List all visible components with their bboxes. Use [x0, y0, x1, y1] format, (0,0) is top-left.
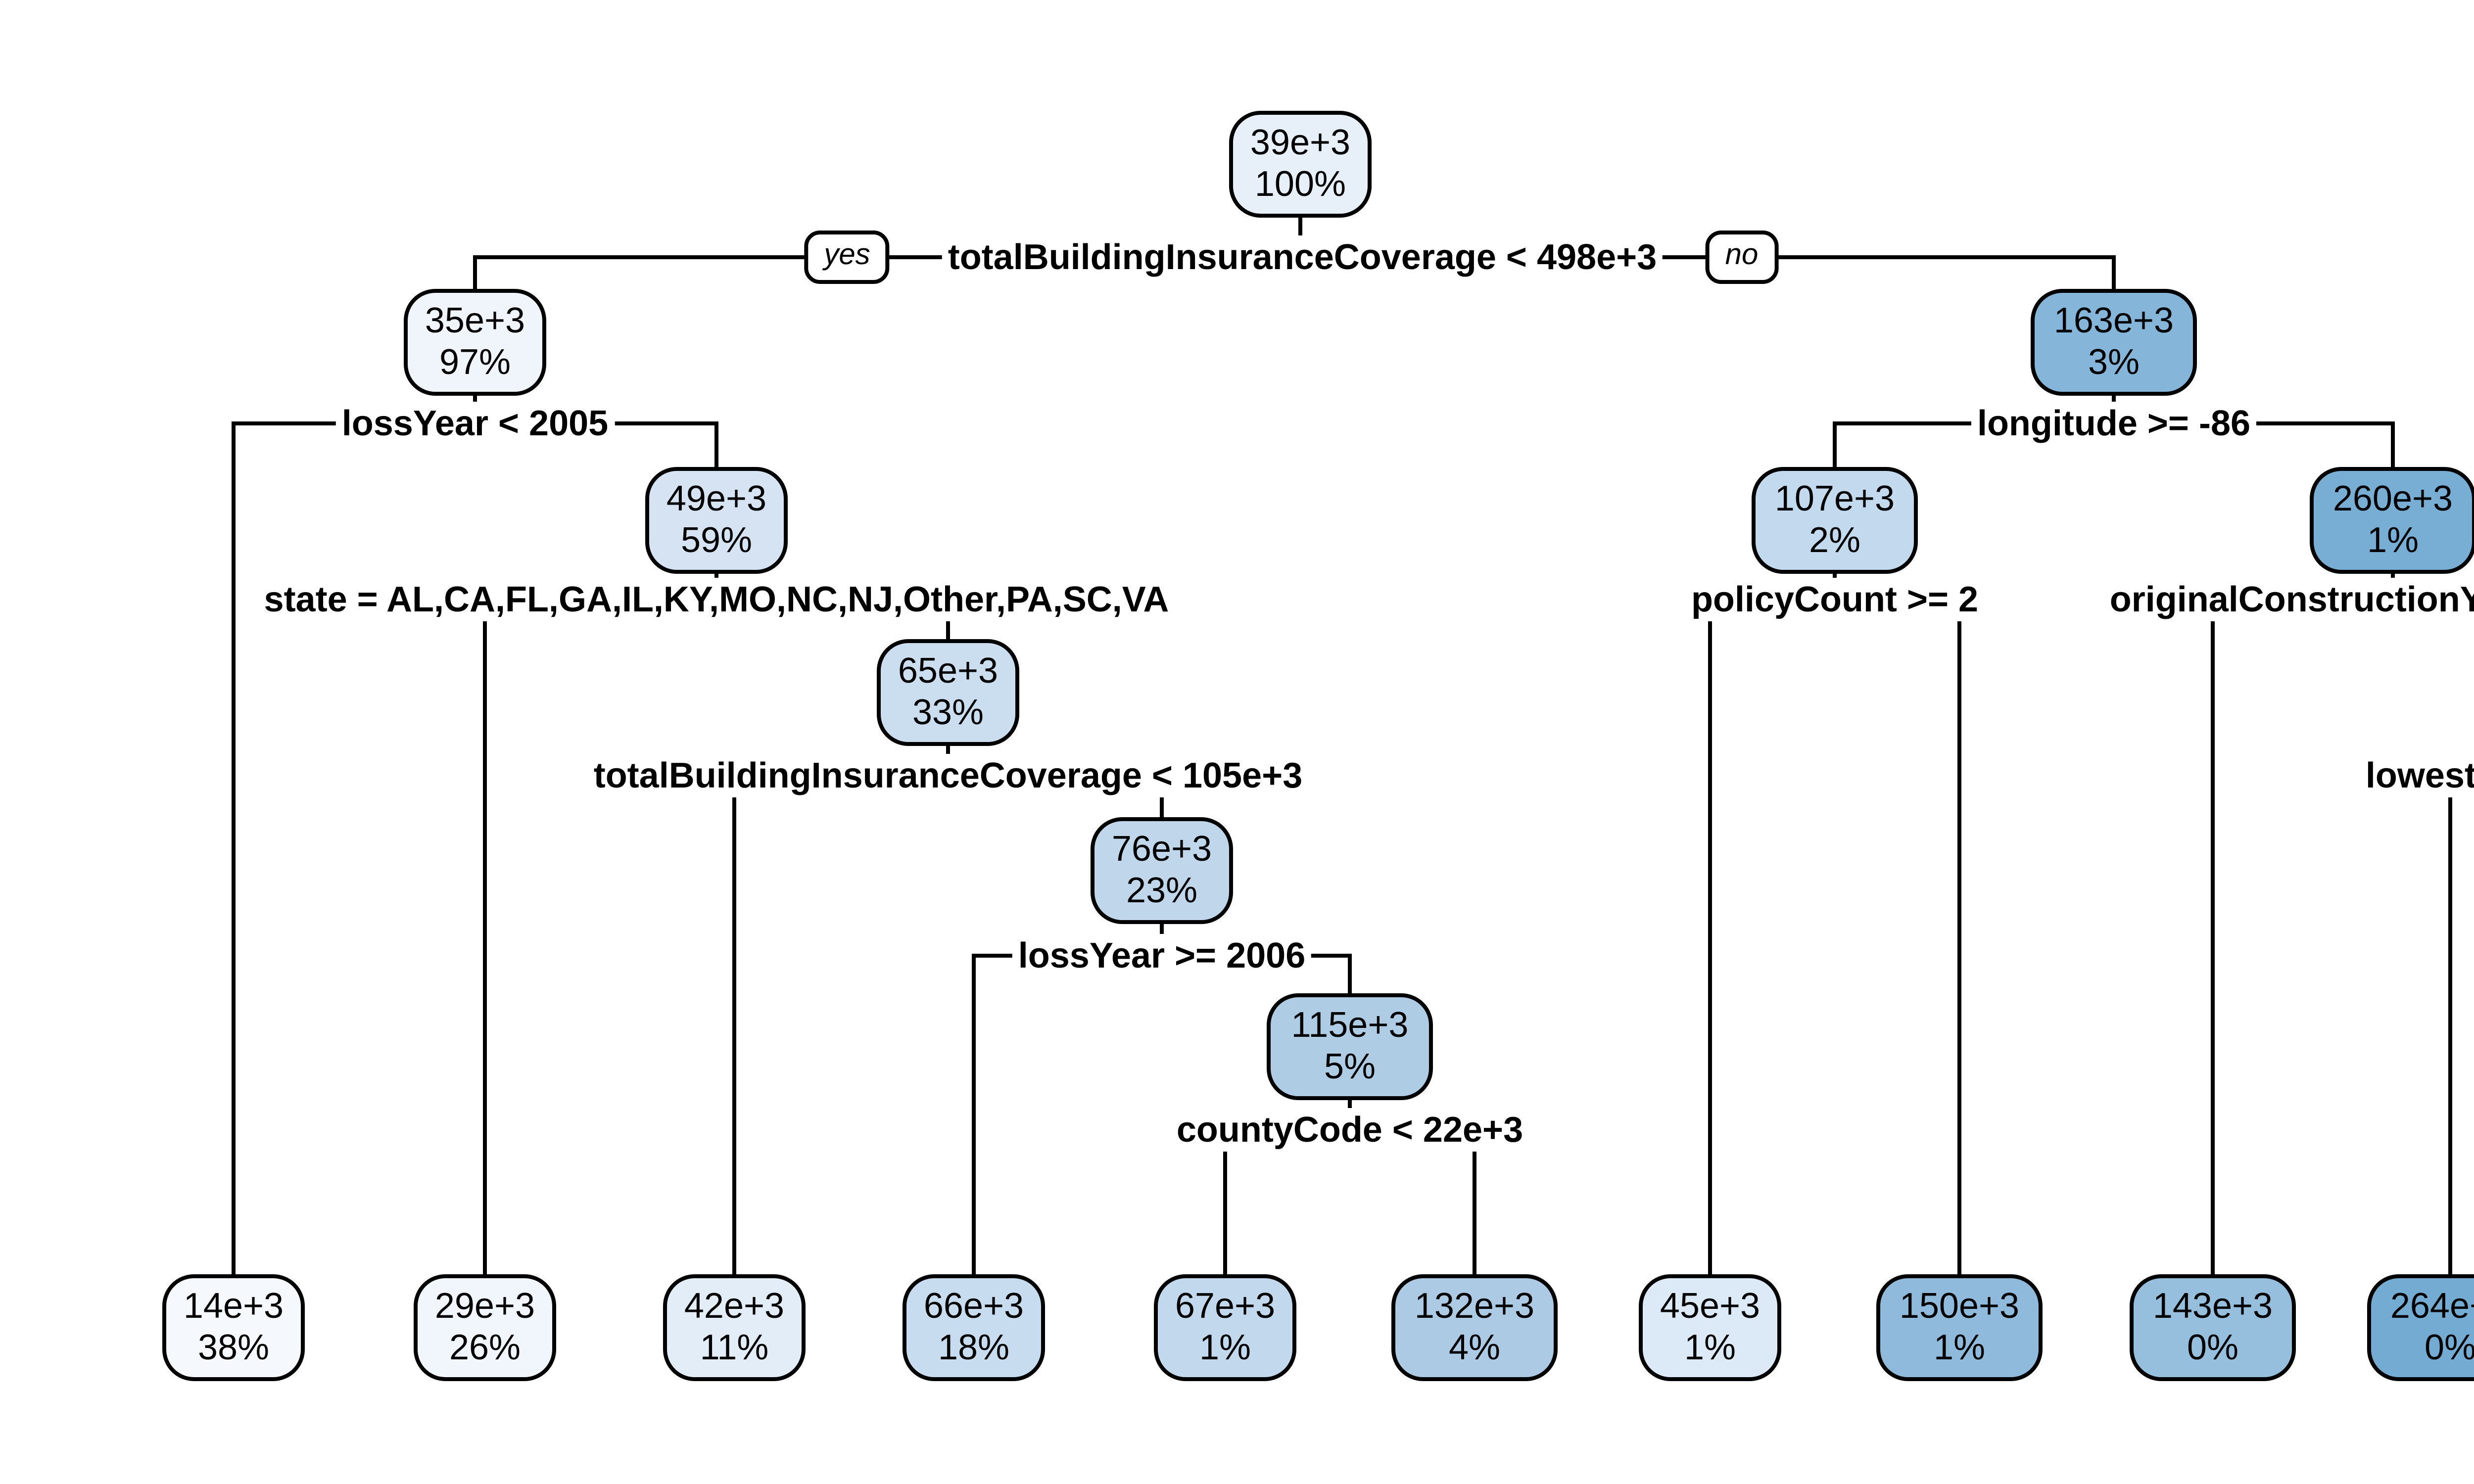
branch-tag-yes: yes: [804, 231, 890, 284]
split-lossYear-2006: lossYear >= 2006: [1012, 934, 1312, 977]
node-value: 35e+3: [425, 301, 525, 340]
node-percent: 4%: [1448, 1328, 1500, 1367]
node-value: 49e+3: [666, 479, 767, 518]
tree-edge: [1709, 598, 1712, 1276]
tree-edge: [715, 422, 718, 468]
leaf-264e3: 264e+30%: [2367, 1274, 2474, 1381]
tree-edge: [1348, 954, 1351, 995]
node-percent: 3%: [2088, 342, 2140, 382]
branch-tag-no: no: [1705, 231, 1778, 284]
node-value: 260e+3: [2332, 479, 2453, 518]
node-percent: 1%: [1933, 1328, 1985, 1367]
split-longitude--86: longitude >= -86: [1971, 402, 2257, 445]
node-percent: 23%: [1126, 871, 1198, 910]
node-value: 115e+3: [1291, 1005, 1409, 1045]
node-percent: 100%: [1254, 164, 1346, 204]
node-value: 143e+3: [2152, 1286, 2273, 1326]
tree-edge: [1958, 598, 1961, 1276]
split-policyCount-2: policyCount >= 2: [1685, 578, 1985, 621]
node-percent: 1%: [1684, 1328, 1736, 1367]
node-value: 76e+3: [1111, 829, 1212, 869]
node-percent: 97%: [439, 342, 511, 382]
tree-edge: [232, 422, 235, 1276]
split-totalBuildingInsuranceCoverage-105e3: totalBuildingInsuranceCoverage < 105e+3: [587, 754, 1309, 797]
tree-edge: [483, 598, 486, 1276]
node-value: 66e+3: [923, 1286, 1024, 1326]
node-percent: 26%: [449, 1328, 521, 1367]
tree-edge: [1833, 422, 1836, 468]
node-percent: 5%: [1324, 1047, 1376, 1086]
tree-edge: [2112, 256, 2115, 290]
node-value: 39e+3: [1250, 123, 1351, 162]
split-lowestFloorElevation-8: lowestFloorElevation < 8: [2359, 754, 2474, 797]
node-percent: 38%: [197, 1328, 270, 1367]
split-totalBuildingInsuranceCoverage-498e3: totalBuildingInsuranceCoverage < 498e+3: [942, 235, 1663, 279]
split-state: state = AL,CA,FL,GA,IL,KY,MO,NC,NJ,Other…: [258, 578, 1175, 621]
node-percent: 18%: [938, 1328, 1010, 1367]
node-value: 42e+3: [684, 1286, 785, 1326]
node-percent: 59%: [680, 520, 753, 560]
node-value: 65e+3: [898, 651, 999, 691]
tree-edge: [2391, 422, 2394, 468]
tree-edge: [1224, 1128, 1227, 1276]
node-percent: 11%: [700, 1328, 769, 1367]
split-countyCode-22e3: countyCode < 22e+3: [1170, 1108, 1529, 1152]
split-lossYear-2005: lossYear < 2005: [335, 402, 615, 445]
tree-edge: [733, 774, 736, 1276]
node-value: 67e+3: [1175, 1286, 1276, 1326]
tree-edge: [972, 954, 975, 1276]
tree-edge: [2211, 598, 2214, 1276]
node-percent: 33%: [912, 693, 984, 732]
node-value: 150e+3: [1899, 1286, 2020, 1326]
tree-edge: [474, 256, 476, 290]
node-value: 132e+3: [1414, 1286, 1535, 1326]
node-value: 14e+3: [183, 1286, 284, 1326]
node-percent: 1%: [1199, 1328, 1251, 1367]
tree-edge: [1473, 1128, 1476, 1276]
node-value: 45e+3: [1660, 1286, 1760, 1326]
tree-edge: [2449, 774, 2452, 1276]
node-value: 29e+3: [434, 1286, 535, 1326]
split-originalConstructionYear-1982: originalConstructionYear >= 1982: [2103, 578, 2474, 621]
node-percent: 0%: [2187, 1328, 2238, 1367]
node-value: 264e+3: [2390, 1286, 2474, 1326]
node-value: 163e+3: [2053, 301, 2174, 340]
node-percent: 2%: [1808, 520, 1860, 560]
node-percent: 1%: [2367, 520, 2419, 560]
node-percent: 0%: [2424, 1328, 2474, 1367]
node-value: 107e+3: [1774, 479, 1895, 518]
